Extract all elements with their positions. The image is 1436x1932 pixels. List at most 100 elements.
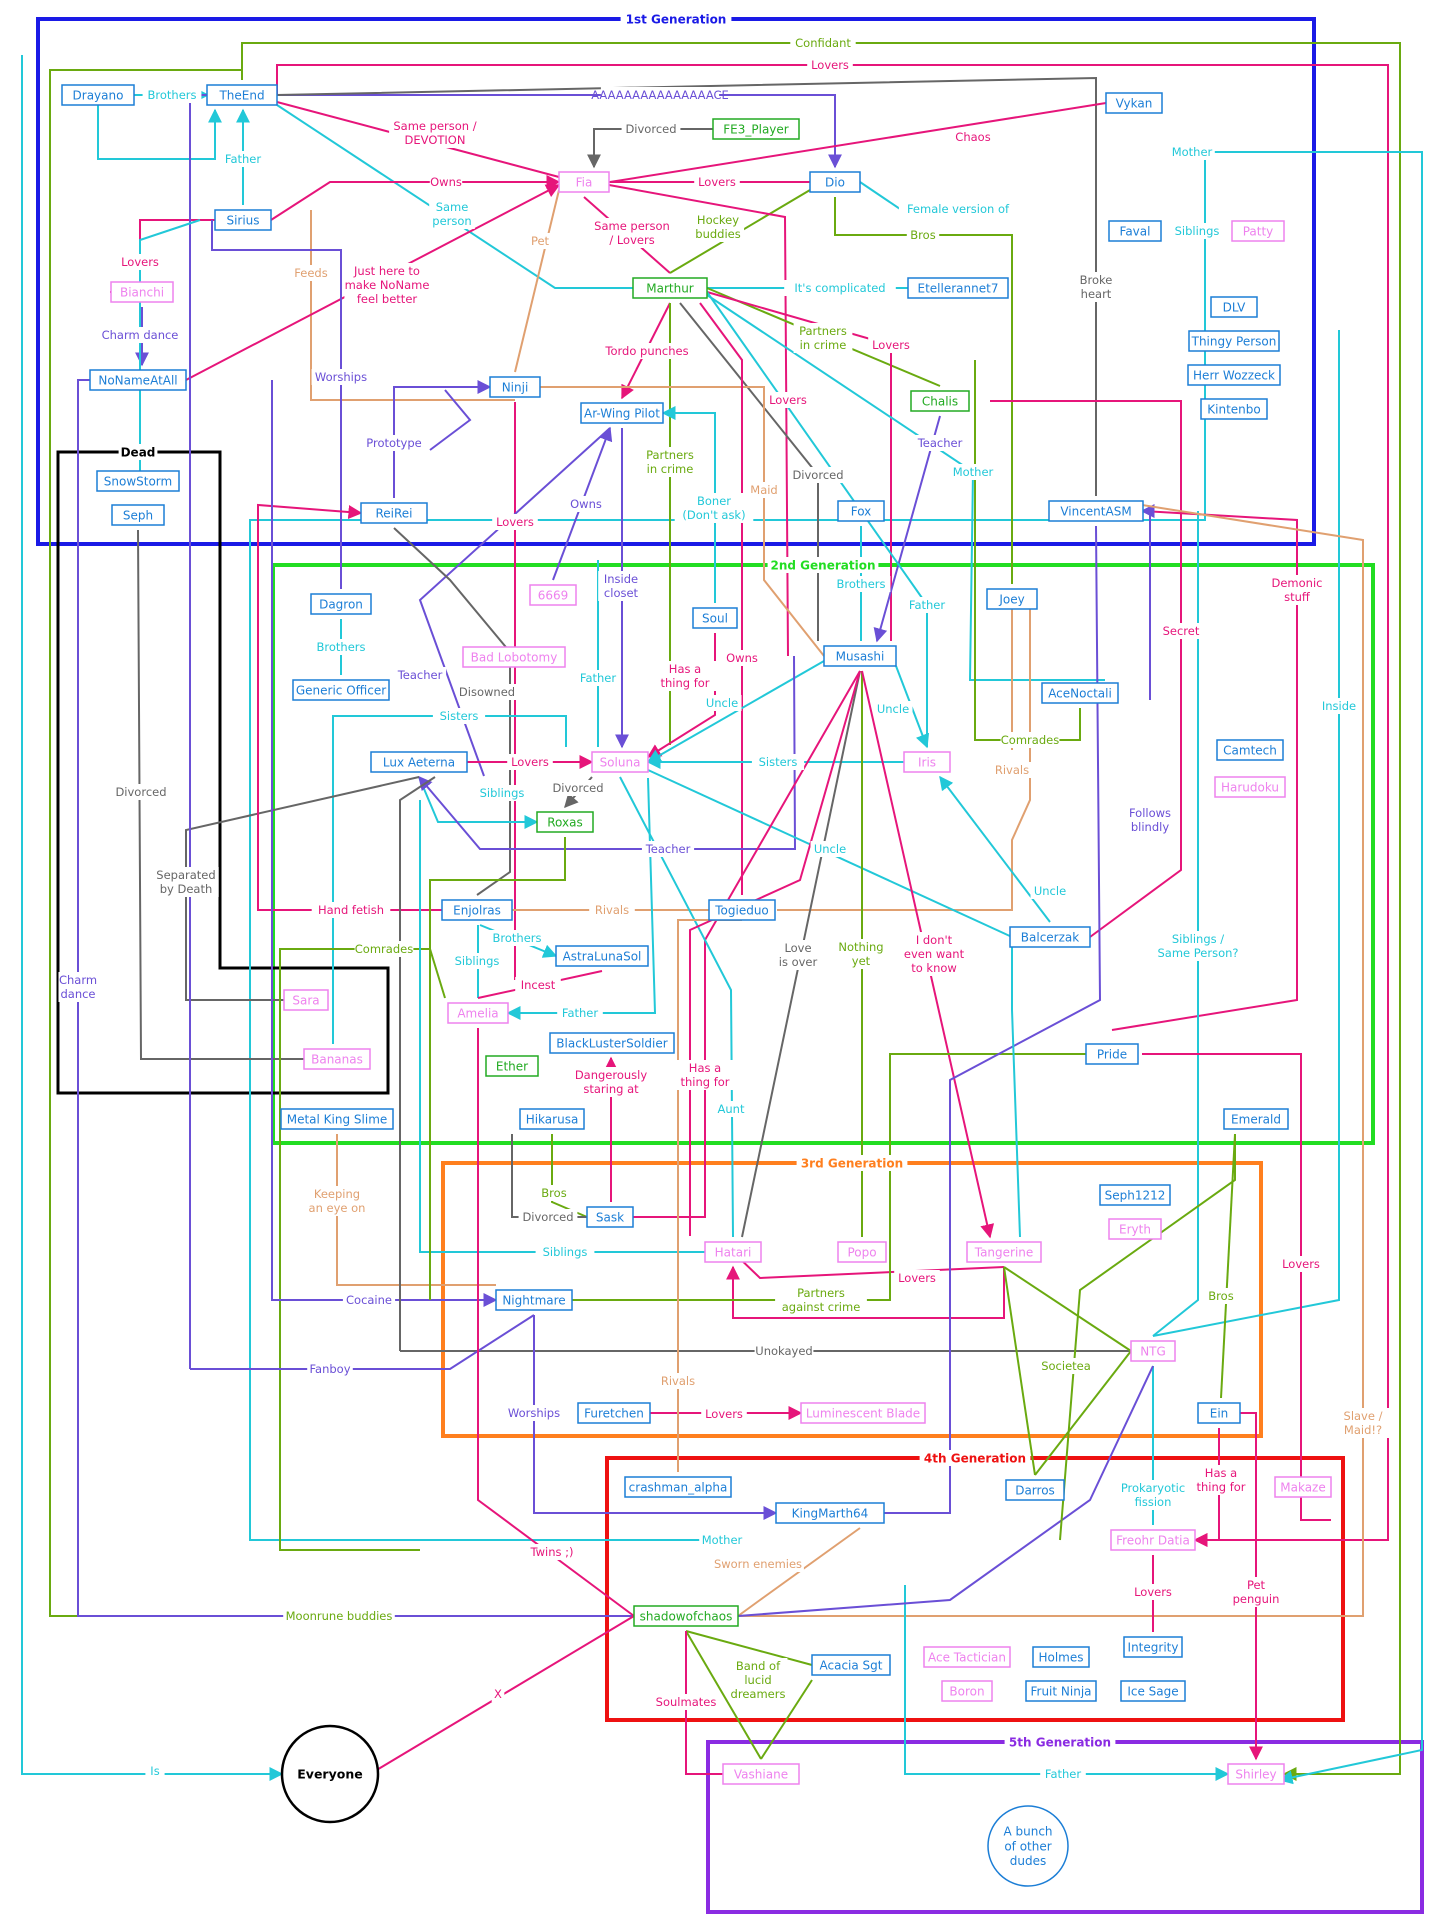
node-acetact[interactable] [923,1646,1011,1668]
group-label-bg [620,11,732,27]
node-nonameatall[interactable] [89,369,187,391]
edge-label-brothers_enj: Brothers [493,931,542,945]
node-ether[interactable] [485,1055,539,1077]
edge-label-bg [784,280,896,296]
node-seph[interactable] [111,504,165,526]
node-genofficer[interactable] [292,679,390,701]
node-snowstorm[interactable] [96,470,180,492]
node-emerald[interactable] [1223,1108,1289,1130]
node-togieduo[interactable] [708,899,776,921]
node-shirley[interactable] [1227,1763,1285,1785]
node-icesage[interactable] [1120,1680,1186,1702]
node-reirei[interactable] [360,502,428,524]
node-sask[interactable] [586,1206,634,1228]
node-camtech[interactable] [1216,739,1284,761]
node-chalis[interactable] [910,390,970,412]
node-fruitninja[interactable] [1025,1680,1097,1702]
edge-label-brothers1: Brothers [148,88,197,102]
edge-label-bg [58,972,98,1002]
node-makaze[interactable] [1274,1476,1332,1498]
edge-label-bg [344,263,430,307]
node-hatari[interactable] [704,1241,762,1263]
node-badlob[interactable] [462,646,566,668]
edge-label-bg [1188,1465,1254,1495]
node-enjolras[interactable] [441,899,513,921]
node-metalking[interactable] [280,1108,394,1130]
node-label-fia: Fia [576,175,593,189]
node-patty[interactable] [1231,220,1285,242]
node-label-enjolras: Enjolras [453,903,501,917]
node-astraluna[interactable] [555,945,649,967]
node-kingmarth[interactable] [775,1502,885,1524]
node-label-integrity: Integrity [1128,1640,1179,1654]
edge-label-bg [600,87,720,103]
node-roxas[interactable] [536,811,594,833]
node-herrw[interactable] [1187,364,1281,386]
node-thingy[interactable] [1188,330,1280,352]
node-nightmare[interactable] [495,1289,573,1311]
node-furetchen[interactable] [577,1402,651,1424]
node-dlv[interactable] [1210,296,1258,318]
node-vykan[interactable] [1105,92,1163,114]
node-etelle[interactable] [907,277,1009,299]
node-soul[interactable] [692,607,738,629]
node-luxaeterna[interactable] [370,751,468,773]
node-kintenbo[interactable] [1200,398,1268,420]
edge-label-x: X [494,1687,502,1701]
node-integrity[interactable] [1123,1636,1183,1658]
node-boron[interactable] [941,1680,993,1702]
node-joey[interactable] [986,588,1038,610]
node-label-vincent: VincentASM [1060,504,1131,518]
node-sara[interactable] [283,989,329,1011]
node-ein[interactable] [1197,1402,1241,1424]
node-hikarusa[interactable] [519,1108,585,1130]
node-freohr[interactable] [1110,1529,1196,1551]
node-fox[interactable] [837,500,885,522]
node-vashiane[interactable] [722,1763,800,1785]
node-marthur[interactable] [632,277,708,299]
node-acaciasgt[interactable] [811,1654,891,1676]
node-dagron[interactable] [310,593,372,615]
node-arwing[interactable] [580,402,664,424]
edge-label-twins: Twins ;) [529,1545,573,1559]
node-eryth[interactable] [1108,1218,1162,1240]
node-fe3[interactable] [712,118,800,140]
node-amelia[interactable] [447,1002,509,1024]
node-balcerzak[interactable] [1009,926,1091,948]
node-holmes[interactable] [1032,1646,1090,1668]
node-dio[interactable] [809,171,861,193]
node-musashi[interactable] [823,645,897,667]
node-bianchi[interactable] [110,281,174,303]
node-seph1212[interactable] [1099,1184,1171,1206]
node-darros[interactable] [1005,1479,1065,1501]
edge-line [646,633,716,758]
node-label-etelle: Etellerannet7 [918,281,999,295]
node-soluna[interactable] [591,751,649,773]
node-acenoctali[interactable] [1041,682,1119,704]
node-tangerine[interactable] [966,1241,1042,1263]
node-vincent[interactable] [1048,500,1144,522]
group-label-bg [767,557,879,573]
node-blacklust[interactable] [549,1032,675,1054]
node-ninji[interactable] [489,376,541,398]
node-sirius[interactable] [214,209,272,231]
node-label-soul: Soul [702,611,728,625]
node-iris[interactable] [903,751,951,773]
node-ntg[interactable] [1130,1340,1176,1362]
node-pride[interactable] [1085,1043,1139,1065]
node-shadowofchaos[interactable] [633,1605,739,1627]
node-faval[interactable] [1108,220,1162,242]
node-lumblade[interactable] [800,1402,926,1424]
node-crashman[interactable] [624,1476,732,1498]
node-n6669[interactable] [529,584,577,606]
edge-label-bg [283,1608,395,1624]
node-fia[interactable] [558,171,610,193]
edge-label-bg [868,337,914,353]
node-harudoku[interactable] [1214,776,1286,798]
node-bananas[interactable] [303,1048,371,1070]
node-popo[interactable] [837,1241,887,1263]
node-drayano[interactable] [61,84,135,106]
edge-label-uncle3: Uncle [814,842,846,856]
node-theend[interactable] [206,84,278,106]
